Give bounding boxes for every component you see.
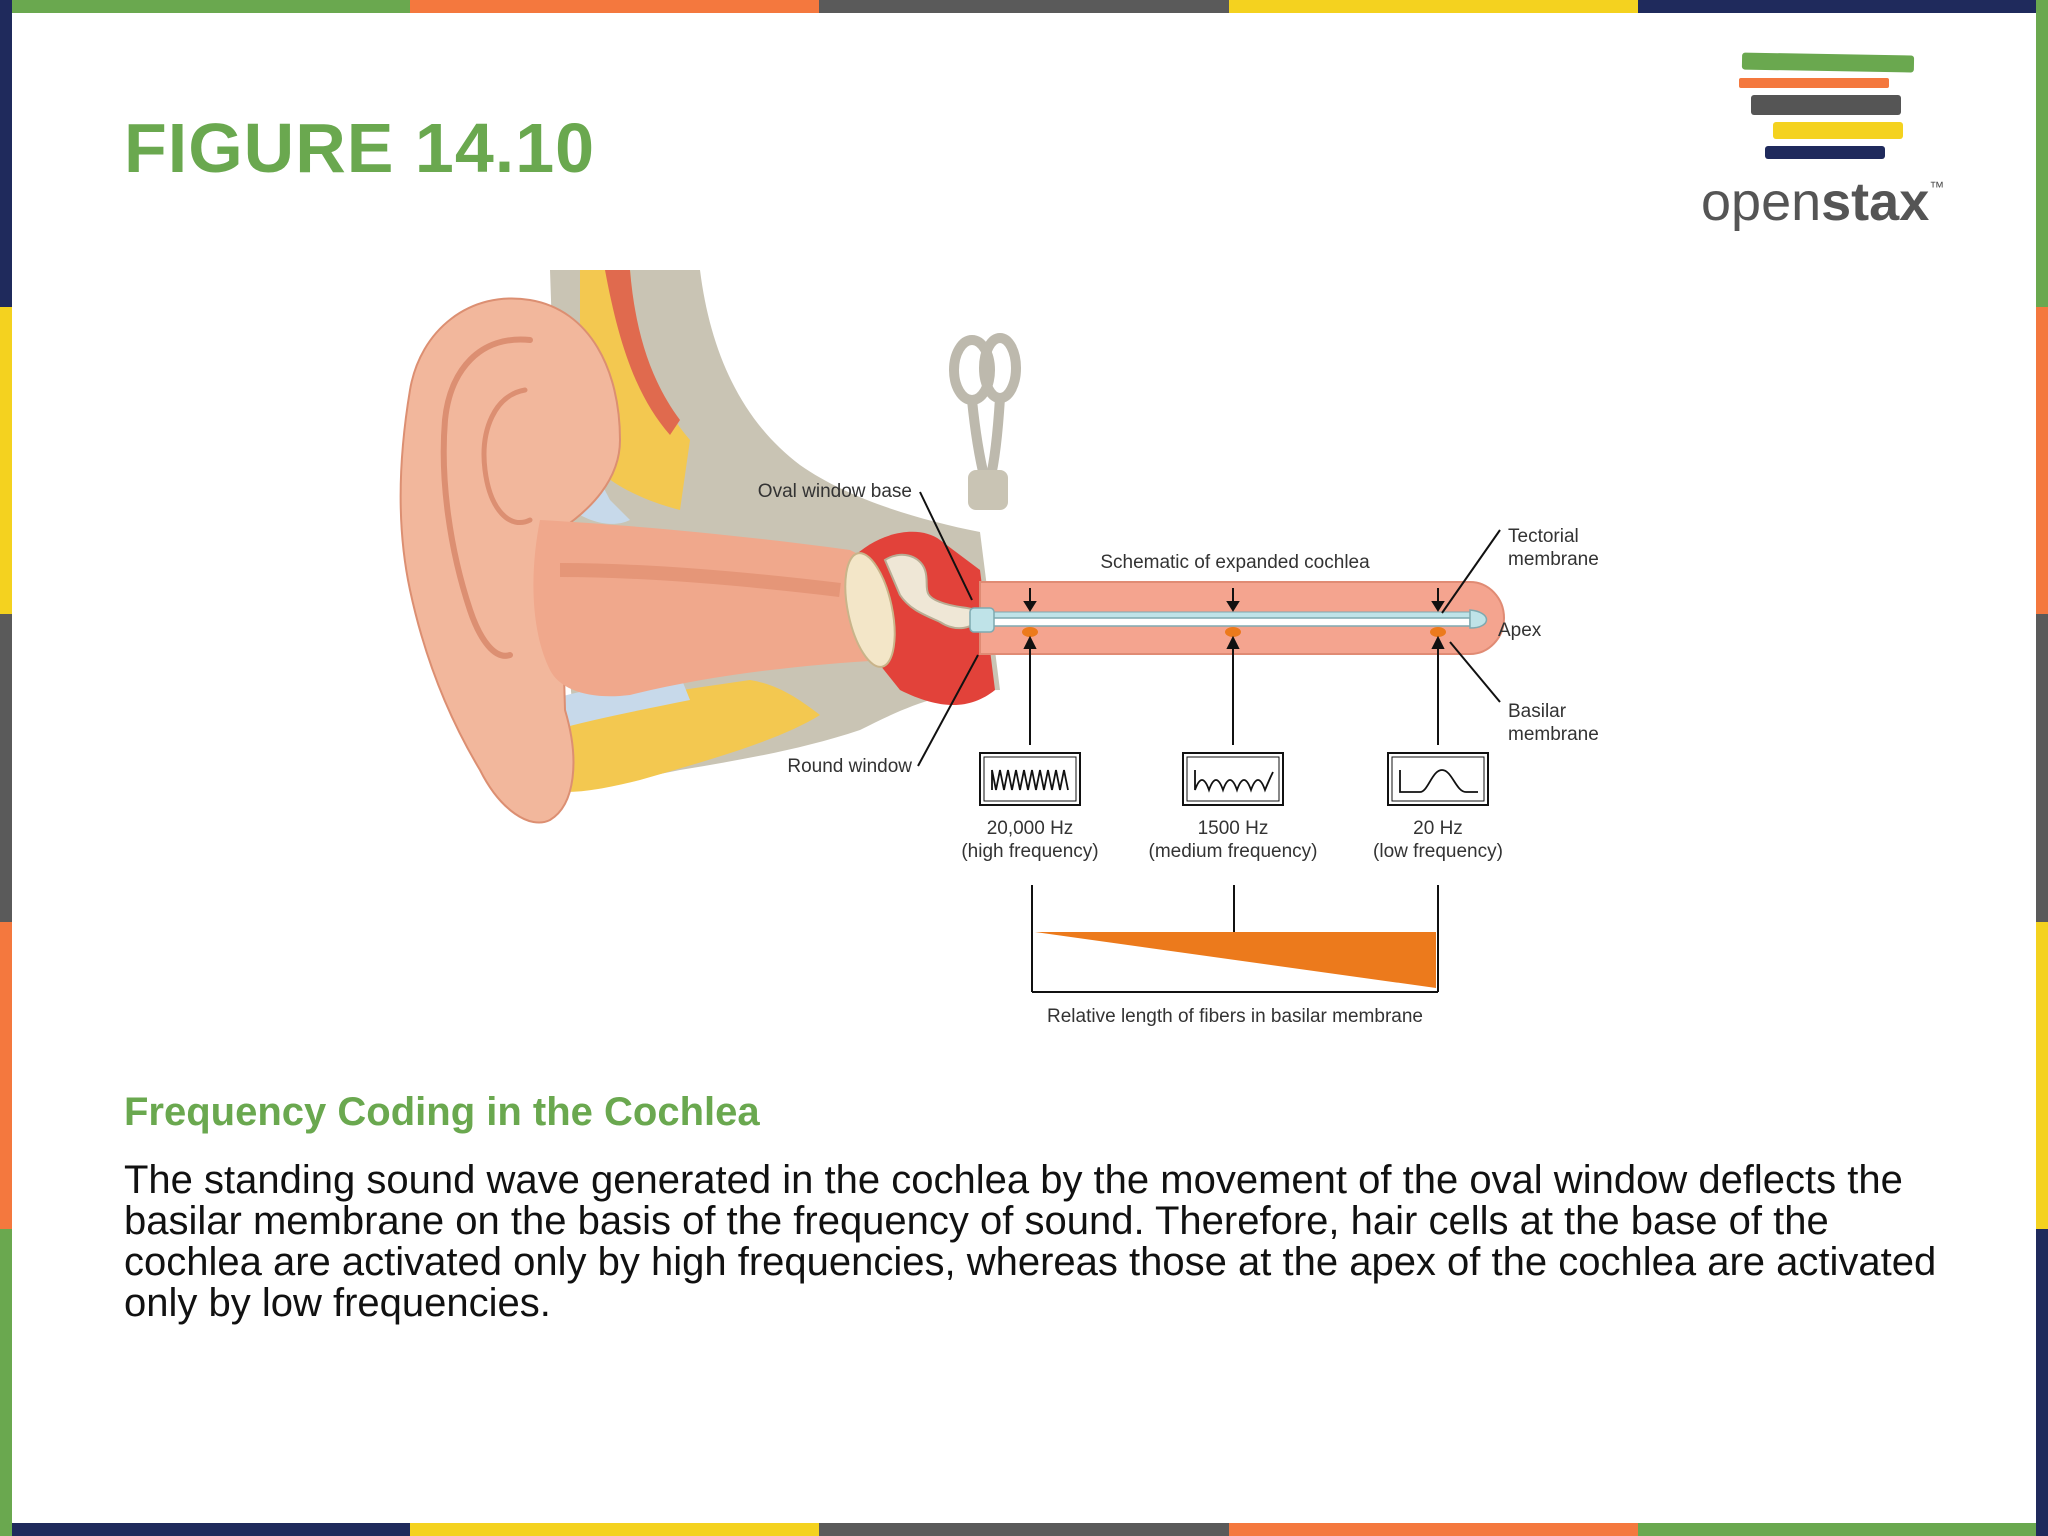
frame-top-border <box>0 0 2048 13</box>
logo-text-stax: stax <box>1821 172 1929 232</box>
caption-title: Frequency Coding in the Cochlea <box>124 1090 760 1134</box>
hair-cell-dots <box>1022 627 1446 637</box>
pressure-arrows <box>1023 588 1445 612</box>
basilar-membrane-band <box>979 617 1471 627</box>
frame-left-border <box>0 0 12 1536</box>
figure-title: FIGURE 14.10 <box>124 109 596 187</box>
waveform-low-frequency <box>1387 752 1489 806</box>
ear-anatomy-illustration <box>399 270 1000 824</box>
tectorial-membrane-band <box>979 611 1471 619</box>
basilar-membrane-label-line2: membrane <box>1508 724 1599 745</box>
freq-low-desc: (low frequency) <box>1373 841 1503 862</box>
ear-canal-shadow <box>559 563 841 597</box>
membrane-end-cap <box>1469 609 1488 629</box>
round-window-label: Round window <box>787 756 912 777</box>
logo-trademark: ™ <box>1929 179 1944 196</box>
schematic-title-label: Schematic of expanded cochlea <box>1100 552 1370 573</box>
apex-label: Apex <box>1498 620 1542 641</box>
semicircular-canals <box>949 333 1021 482</box>
fiber-length-wedge <box>1035 932 1436 988</box>
ear-canal <box>533 520 885 697</box>
logo-bars-icon <box>1739 52 1915 159</box>
cochlea-diagram: 20,000 Hz (high frequency) 1500 Hz (medi… <box>380 270 1680 1050</box>
waveform-high-frequency <box>979 752 1081 806</box>
waveform-medium-frequency <box>1182 752 1284 806</box>
frame-bottom-border <box>0 1523 2048 1536</box>
frame-right-border <box>2036 0 2048 1536</box>
tectorial-membrane-label-line2: membrane <box>1508 549 1599 570</box>
freq-medium-desc: (medium frequency) <box>1149 841 1318 862</box>
logo-text-open: open <box>1701 172 1821 232</box>
freq-low-value: 20 Hz <box>1413 818 1463 839</box>
oval-window-base-label: Oval window base <box>758 481 912 502</box>
vestibule <box>968 470 1008 510</box>
relative-length-label: Relative length of fibers in basilar mem… <box>1047 1006 1423 1027</box>
pinna-fold <box>440 336 533 659</box>
response-arrows <box>1023 635 1445 745</box>
svg-text:openstax™: openstax™ <box>1701 172 1944 232</box>
tectorial-membrane-label-line1: Tectorial <box>1508 526 1579 547</box>
label-pointer-lines <box>917 491 1501 767</box>
muscle-strip <box>605 270 680 435</box>
freq-high-desc: (high frequency) <box>961 841 1098 862</box>
ossicles <box>883 553 982 630</box>
pinna-inner <box>481 387 533 525</box>
freq-high-value: 20,000 Hz <box>987 818 1074 839</box>
fiber-length-bracket <box>1031 885 1439 993</box>
basilar-membrane-label-line1: Basilar <box>1508 701 1567 722</box>
eardrum <box>844 552 896 668</box>
freq-medium-value: 1500 Hz <box>1198 818 1269 839</box>
openstax-logo: openstax™ <box>1695 50 1985 240</box>
caption-text: The standing sound wave generated in the… <box>124 1158 1937 1325</box>
oval-window-entry <box>969 607 995 633</box>
pinna <box>399 297 622 824</box>
